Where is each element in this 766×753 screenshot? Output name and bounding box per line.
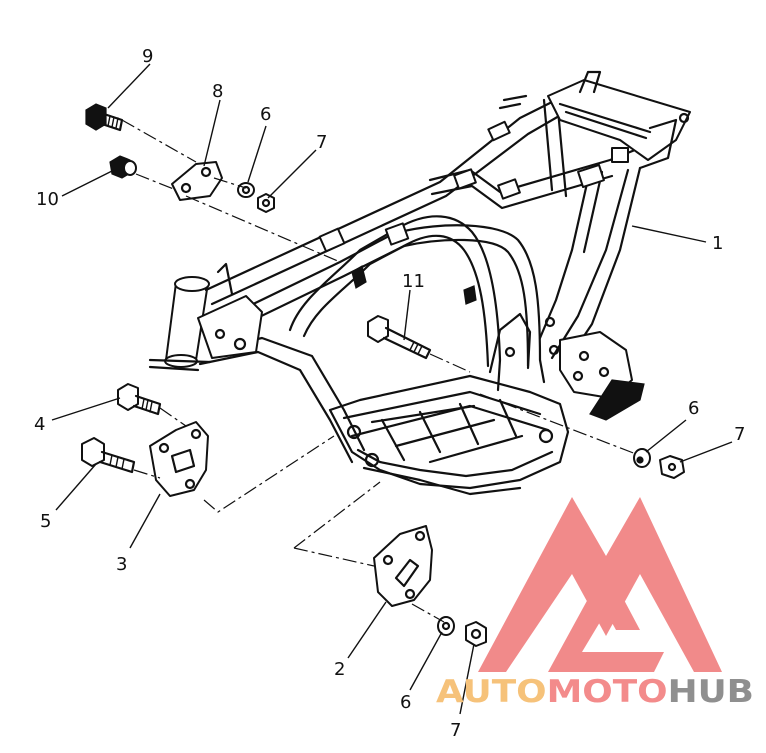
callout-4: 4 — [34, 414, 45, 435]
down-tube-front — [198, 350, 354, 464]
frame-assembly — [148, 70, 691, 496]
fasteners — [81, 103, 685, 647]
callout-6-right: 6 — [688, 398, 699, 419]
watermark-moto: MOTO — [547, 674, 668, 710]
callout-10: 10 — [36, 189, 59, 210]
callout-7-right: 7 — [734, 424, 745, 445]
bolt-9 — [85, 103, 124, 132]
automotohub-logo — [478, 497, 722, 672]
bolt-5 — [81, 437, 136, 474]
bolt-4 — [117, 383, 162, 416]
rear-mount-box — [547, 79, 691, 161]
callout-7-bottom: 7 — [450, 720, 461, 741]
engine-bracket-lower — [373, 525, 433, 607]
callout-labels: 1 2 3 4 5 6 6 6 7 7 7 8 9 10 11 — [34, 46, 745, 741]
callout-2: 2 — [334, 659, 345, 680]
watermark-hub: HUB — [668, 674, 754, 710]
logo-triangle-mark — [478, 497, 722, 672]
assembly-lines — [121, 119, 637, 623]
washer-6-top — [237, 182, 255, 198]
rear-down-tube — [550, 168, 630, 360]
washer-6-right — [633, 448, 651, 468]
callout-5: 5 — [40, 511, 51, 532]
nut-7-bottom — [465, 621, 487, 647]
watermark-auto: AUTO — [436, 674, 547, 710]
mount-bracket-8 — [171, 161, 223, 201]
bolt-11 — [367, 315, 432, 360]
callout-7-top: 7 — [316, 132, 327, 153]
callout-1: 1 — [712, 233, 723, 254]
callout-6-top: 6 — [260, 104, 271, 125]
callout-6-bottom: 6 — [400, 692, 411, 713]
nut-7-top — [257, 193, 275, 213]
nut-7-right — [659, 455, 685, 479]
callout-leaders — [51, 63, 733, 715]
callout-11: 11 — [402, 271, 425, 292]
callout-8: 8 — [212, 81, 223, 102]
lower-cradle — [328, 374, 570, 490]
callout-3: 3 — [116, 554, 127, 575]
callout-9: 9 — [142, 46, 153, 67]
nut-10 — [109, 155, 137, 179]
engine-bracket-front — [149, 421, 209, 497]
